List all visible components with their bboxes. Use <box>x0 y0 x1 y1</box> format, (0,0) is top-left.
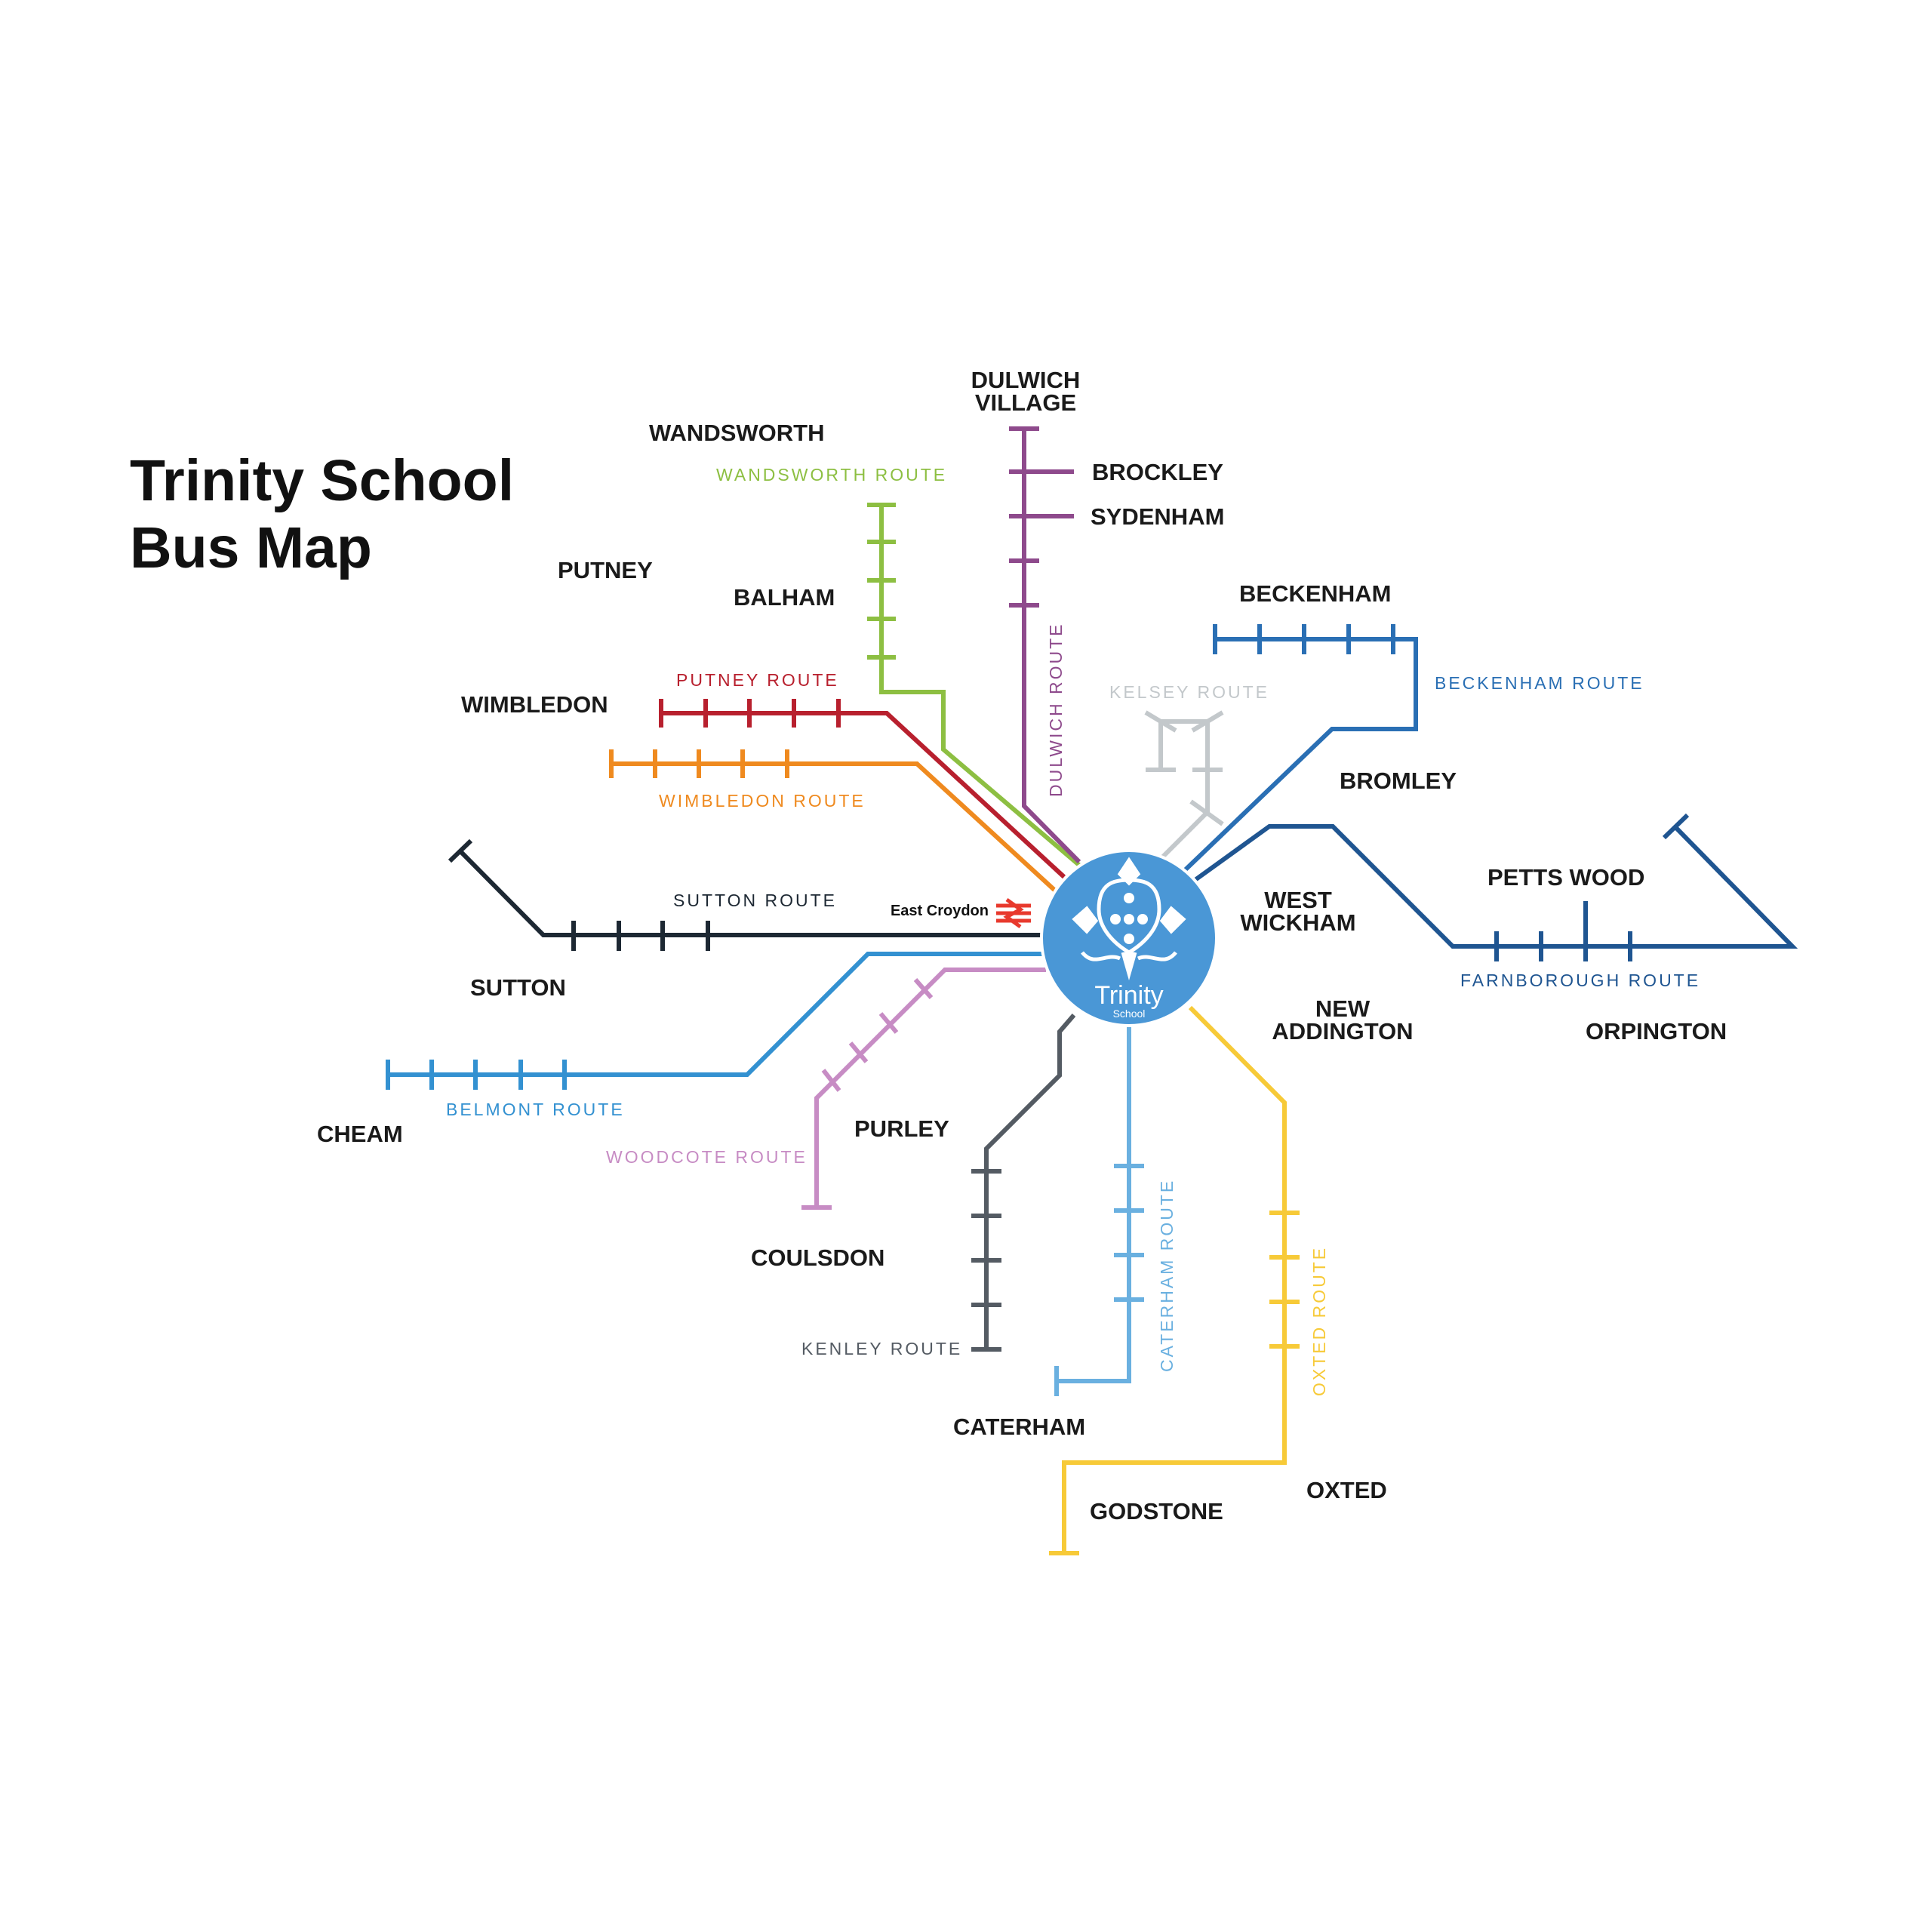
place-petts-wood: PETTS WOOD <box>1487 864 1644 891</box>
place-sutton: SUTTON <box>470 974 566 1001</box>
place-putney: PUTNEY <box>558 557 653 583</box>
place-caterham: CATERHAM <box>953 1414 1085 1440</box>
place-godstone: GODSTONE <box>1090 1498 1223 1524</box>
wandsworth-route-label: WANDSWORTH ROUTE <box>716 465 947 485</box>
sutton-route-label: SUTTON ROUTE <box>673 891 837 910</box>
woodcote-route <box>801 968 1046 1210</box>
map-title-line-2: Bus Map <box>130 515 372 580</box>
place-balham: BALHAM <box>734 584 835 611</box>
place-new-addington-line-2: ADDINGTON <box>1272 1018 1413 1044</box>
place-west-wickham-line-2: WICKHAM <box>1240 909 1355 936</box>
farnborough-route <box>1189 813 1798 961</box>
east-croydon-station: East Croydon <box>891 897 1031 929</box>
place-cheam: CHEAM <box>317 1121 403 1147</box>
oxted-route-label: OXTED ROUTE <box>1309 1246 1329 1396</box>
belmont-route-label: BELMONT ROUTE <box>446 1100 625 1119</box>
putney-route <box>659 699 1066 879</box>
putney-route-label: PUTNEY ROUTE <box>676 670 839 690</box>
map-title-line-1: Trinity School <box>130 448 514 513</box>
belmont-route <box>386 952 1043 1090</box>
kelsey-route-label: KELSEY ROUTE <box>1109 682 1269 702</box>
wandsworth-route <box>867 503 1082 869</box>
place-new-addington-line-1: NEW <box>1315 995 1371 1022</box>
place-west-wickham-line-1: WEST <box>1264 887 1332 913</box>
place-wimbledon: WIMBLEDON <box>461 691 608 718</box>
kenley-route <box>971 1014 1076 1352</box>
national-rail-icon <box>996 897 1031 929</box>
hub-subtitle: School <box>1113 1008 1146 1020</box>
wimbledon-route <box>609 749 1057 893</box>
beckenham-route-label: BECKENHAM ROUTE <box>1435 673 1644 693</box>
oxted-route <box>1049 1005 1300 1555</box>
caterham-route <box>1054 1026 1144 1396</box>
place-dulwich-village-line-2: VILLAGE <box>975 389 1076 416</box>
hub-name: Trinity <box>1094 981 1163 1010</box>
school-crest-icon <box>1072 857 1186 981</box>
place-wandsworth: WANDSWORTH <box>649 420 824 446</box>
kenley-route-label: KENLEY ROUTE <box>801 1339 962 1358</box>
place-beckenham: BECKENHAM <box>1239 580 1392 607</box>
place-purley: PURLEY <box>854 1115 949 1142</box>
dulwich-route <box>1009 426 1081 864</box>
place-coulsdon: COULSDON <box>751 1244 884 1271</box>
place-bromley: BROMLEY <box>1340 768 1457 794</box>
beckenham-route <box>1181 624 1418 874</box>
dulwich-route-label: DULWICH ROUTE <box>1046 622 1066 797</box>
kelsey-route <box>1144 710 1224 861</box>
sutton-route <box>448 838 1041 951</box>
caterham-route-label: CATERHAM ROUTE <box>1157 1179 1177 1372</box>
woodcote-route-label: WOODCOTE ROUTE <box>606 1147 808 1167</box>
place-brockley: BROCKLEY <box>1092 459 1223 485</box>
farnborough-route-label: FARNBOROUGH ROUTE <box>1460 971 1700 990</box>
place-oxted: OXTED <box>1306 1477 1387 1503</box>
place-sydenham: SYDENHAM <box>1091 503 1224 530</box>
place-dulwich-village-line-1: DULWICH <box>971 367 1081 393</box>
trinity-school-hub[interactable]: Trinity School <box>1040 849 1218 1027</box>
wimbledon-route-label: WIMBLEDON ROUTE <box>659 791 866 811</box>
east-croydon-label: East Croydon <box>891 903 989 919</box>
place-orpington: ORPINGTON <box>1586 1018 1727 1044</box>
